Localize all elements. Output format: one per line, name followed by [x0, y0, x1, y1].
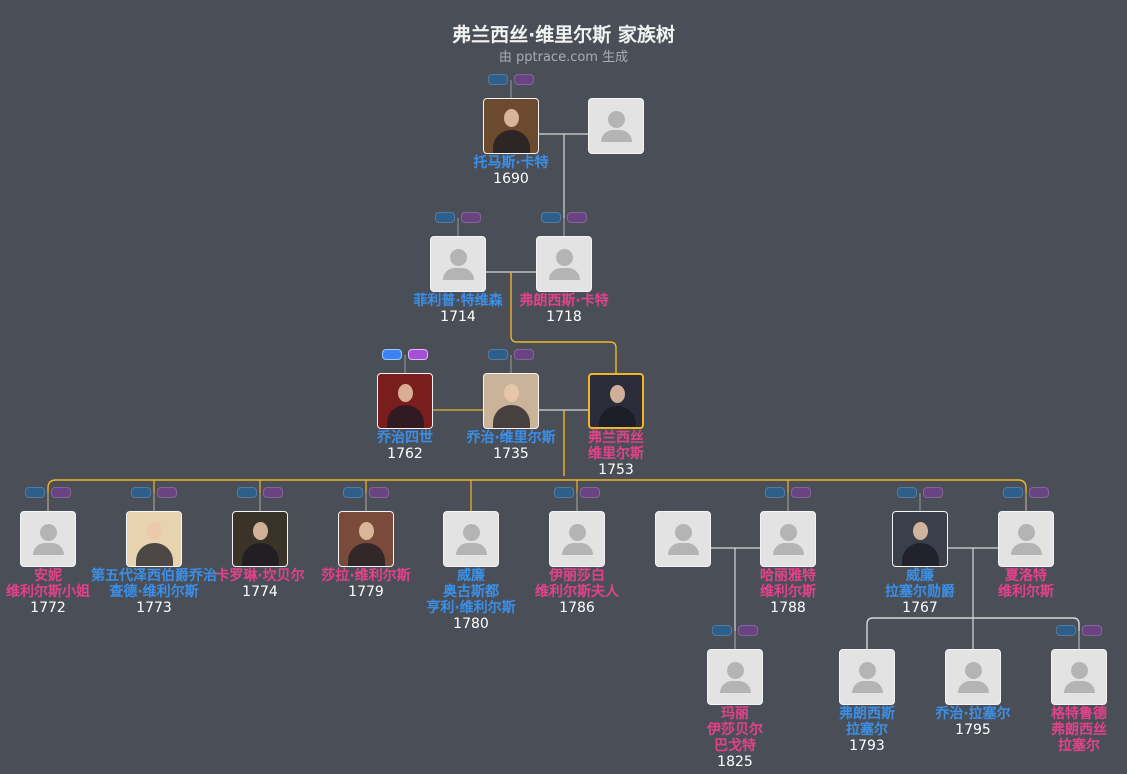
- person-placeholder-icon[interactable]: [707, 649, 763, 705]
- person-placeholder-icon[interactable]: [760, 511, 816, 567]
- person-name[interactable]: 拉塞尔: [846, 722, 888, 738]
- person-label: 格特鲁德弗朗西丝拉塞尔: [1004, 706, 1127, 754]
- person-name[interactable]: 查德·维利尔斯: [109, 584, 199, 600]
- portrait-photo[interactable]: [377, 373, 433, 429]
- partner-tag[interactable]: [791, 487, 811, 498]
- siblings-tag[interactable]: [382, 349, 402, 360]
- person-placeholder-icon[interactable]: [549, 511, 605, 567]
- partner-tag[interactable]: [263, 487, 283, 498]
- children-bus-line: [47, 479, 1027, 511]
- person-name[interactable]: 乔治·维里尔斯: [466, 430, 556, 446]
- person-name[interactable]: 拉塞尔: [1058, 738, 1100, 754]
- person-name[interactable]: 安妮: [34, 568, 62, 584]
- siblings-tag[interactable]: [343, 487, 363, 498]
- portrait-photo[interactable]: [126, 511, 182, 567]
- partner-tag[interactable]: [1082, 625, 1102, 636]
- person-placeholder-icon[interactable]: [1051, 649, 1107, 705]
- person-name[interactable]: 托马斯·卡特: [473, 155, 549, 171]
- person-placeholder-icon[interactable]: [839, 649, 895, 705]
- person-name[interactable]: 维里尔斯: [588, 446, 644, 462]
- person-placeholder-icon[interactable]: [20, 511, 76, 567]
- person-name[interactable]: 拉塞尔勋爵: [885, 584, 955, 600]
- siblings-tag[interactable]: [237, 487, 257, 498]
- person-name[interactable]: 伊丽莎白: [549, 568, 605, 584]
- partner-tag[interactable]: [1029, 487, 1049, 498]
- person-label: 夏洛特维利尔斯: [951, 568, 1101, 600]
- partner-tag[interactable]: [369, 487, 389, 498]
- person-name[interactable]: 维利尔斯小姐: [6, 584, 90, 600]
- person-placeholder-icon[interactable]: [588, 98, 644, 154]
- person-name[interactable]: 菲利普·特维森: [413, 293, 503, 309]
- partner-tag[interactable]: [461, 212, 481, 223]
- partner-tag[interactable]: [408, 349, 428, 360]
- partner-tag[interactable]: [567, 212, 587, 223]
- partner-tag[interactable]: [923, 487, 943, 498]
- person-name[interactable]: 卡罗琳·坎贝尔: [215, 568, 305, 584]
- portrait-photo[interactable]: [338, 511, 394, 567]
- person-placeholder-icon[interactable]: [945, 649, 1001, 705]
- partner-tag[interactable]: [514, 349, 534, 360]
- person-placeholder-icon[interactable]: [443, 511, 499, 567]
- page-title: 弗兰西丝·维里尔斯 家族树: [452, 24, 675, 46]
- person-name[interactable]: 乔治·拉塞尔: [935, 706, 1011, 722]
- person-name[interactable]: 维利尔斯夫人: [535, 584, 619, 600]
- siblings-tag[interactable]: [712, 625, 732, 636]
- person-name[interactable]: 威廉: [906, 568, 934, 584]
- person-name[interactable]: 弗朗西斯·卡特: [519, 293, 609, 309]
- person-name[interactable]: 弗朗西斯: [839, 706, 895, 722]
- person-name[interactable]: 弗朗西丝: [1051, 722, 1107, 738]
- lineage-line: [510, 272, 617, 373]
- person-name[interactable]: 莎拉·维利尔斯: [321, 568, 411, 584]
- partner-tag[interactable]: [157, 487, 177, 498]
- portrait-photo[interactable]: [892, 511, 948, 567]
- children-bus-line: [866, 617, 1080, 649]
- person-placeholder-icon[interactable]: [430, 236, 486, 292]
- siblings-tag[interactable]: [541, 212, 561, 223]
- partner-tag[interactable]: [580, 487, 600, 498]
- person-name[interactable]: 维利尔斯: [760, 584, 816, 600]
- person-name[interactable]: 威廉: [457, 568, 485, 584]
- portrait-photo[interactable]: [588, 373, 644, 429]
- siblings-tag[interactable]: [488, 349, 508, 360]
- siblings-tag[interactable]: [897, 487, 917, 498]
- person-placeholder-icon[interactable]: [655, 511, 711, 567]
- person-placeholder-icon[interactable]: [536, 236, 592, 292]
- siblings-tag[interactable]: [435, 212, 455, 223]
- portrait-photo[interactable]: [232, 511, 288, 567]
- siblings-tag[interactable]: [488, 74, 508, 85]
- page-subtitle: 由 pptrace.com 生成: [498, 50, 629, 65]
- person-name[interactable]: 伊莎贝尔: [707, 722, 763, 738]
- portrait-photo[interactable]: [483, 98, 539, 154]
- person-name[interactable]: 维利尔斯: [998, 584, 1054, 600]
- siblings-tag[interactable]: [25, 487, 45, 498]
- person-name[interactable]: 格特鲁德: [1051, 706, 1107, 722]
- siblings-tag[interactable]: [131, 487, 151, 498]
- partner-tag[interactable]: [514, 74, 534, 85]
- person-name[interactable]: 玛丽: [721, 706, 749, 722]
- person-name[interactable]: 巴戈特: [714, 738, 756, 754]
- person-name[interactable]: 弗兰西丝: [588, 430, 644, 446]
- person-name[interactable]: 第五代泽西伯爵乔治: [91, 568, 217, 584]
- person-placeholder-icon[interactable]: [998, 511, 1054, 567]
- person-name[interactable]: 亨利·维利尔斯: [426, 600, 516, 616]
- siblings-tag[interactable]: [765, 487, 785, 498]
- siblings-tag[interactable]: [1003, 487, 1023, 498]
- siblings-tag[interactable]: [1056, 625, 1076, 636]
- partner-tag[interactable]: [51, 487, 71, 498]
- person-name[interactable]: 哈丽雅特: [760, 568, 816, 584]
- siblings-tag[interactable]: [554, 487, 574, 498]
- partner-tag[interactable]: [738, 625, 758, 636]
- person-name[interactable]: 乔治四世: [377, 430, 433, 446]
- person-name[interactable]: 夏洛特: [1005, 568, 1047, 584]
- portrait-photo[interactable]: [483, 373, 539, 429]
- person-name[interactable]: 奥古斯都: [443, 584, 499, 600]
